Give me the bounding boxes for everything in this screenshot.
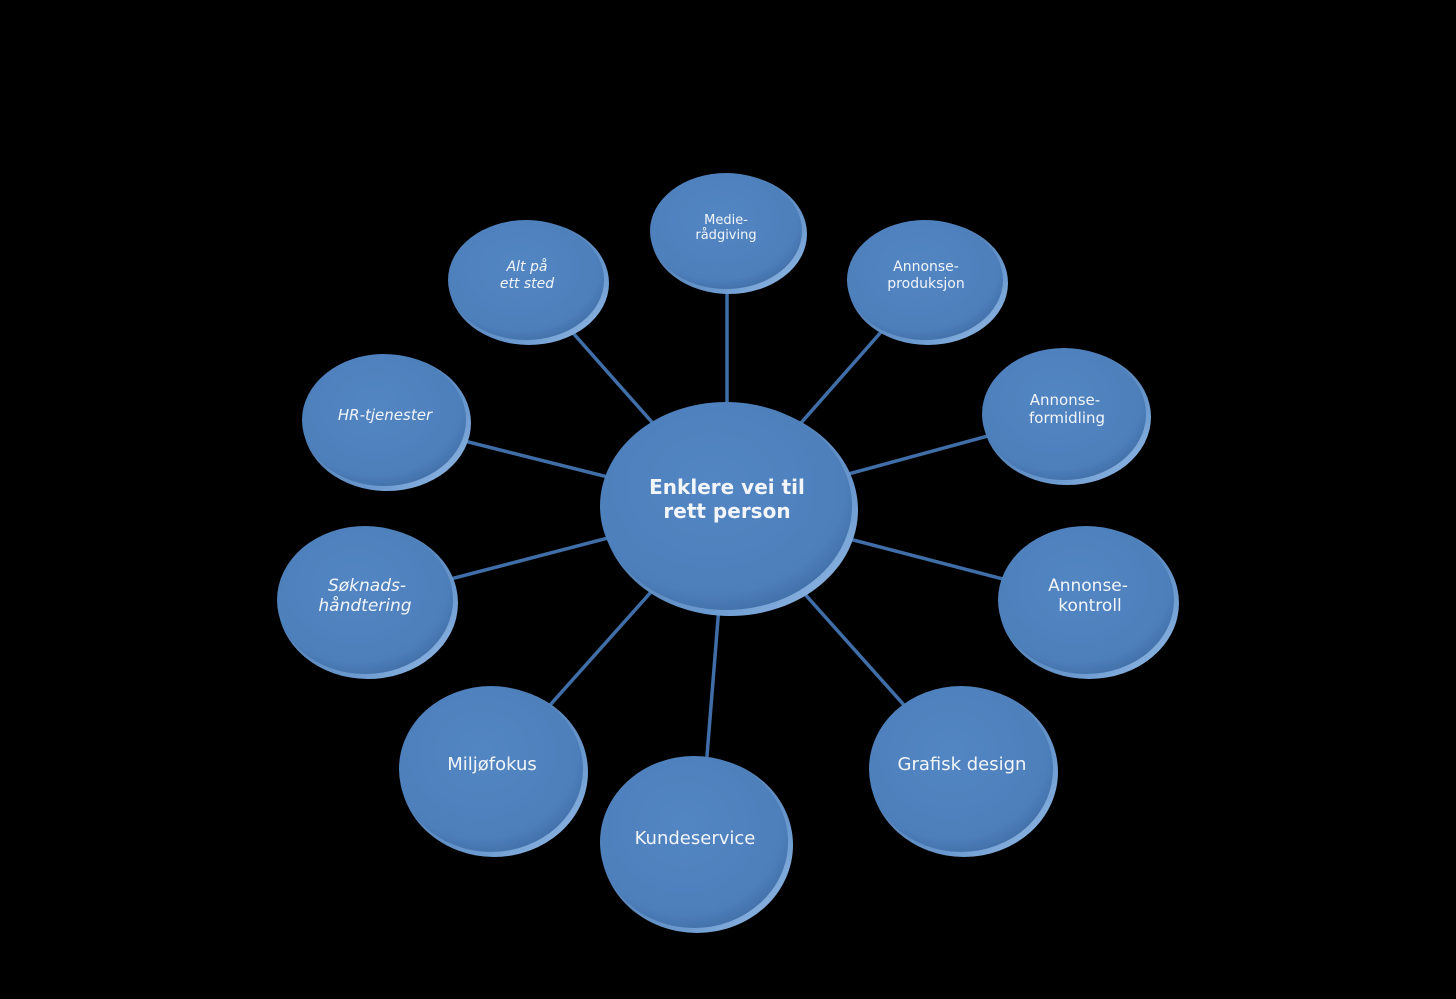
node-medie: Medie-rådgiving	[650, 173, 807, 294]
node-label: Grafisk design	[898, 754, 1027, 775]
node-label: rådgiving	[695, 228, 756, 243]
node-label: kontroll	[1058, 596, 1122, 616]
node-grafisk-design: Grafisk design	[869, 686, 1058, 857]
node-label: håndtering	[318, 595, 411, 616]
node-kundeservice: Kundeservice	[600, 756, 793, 933]
center-label: rett person	[663, 499, 790, 523]
svg-text:Annonse-produksjon: Annonse-produksjon	[887, 259, 964, 292]
node-soknadshandtering: Søknads-håndtering	[277, 526, 458, 679]
node-annonse-kontroll: Annonse-kontroll	[998, 526, 1179, 679]
node-label: Alt på	[506, 258, 548, 275]
node-miljofokus: Miljøfokus	[399, 686, 588, 857]
node-label: Annonse-	[1030, 391, 1100, 409]
node-label: HR-tjenester	[338, 406, 433, 424]
svg-text:Medie-rådgiving: Medie-rådgiving	[695, 213, 756, 243]
node-label: Annonse-	[893, 259, 959, 275]
node-hr-tjenester: HR-tjenester	[302, 354, 471, 491]
node-annonse-formidling: Annonse-formidling	[982, 348, 1151, 485]
node-label: ett sted	[500, 276, 554, 292]
node-label: Annonse-	[1048, 576, 1128, 596]
svg-text:Annonse-formidling: Annonse-formidling	[1029, 391, 1105, 427]
center-label: Enklere vei til	[649, 475, 805, 499]
node-label: Kundeservice	[635, 828, 756, 849]
node-label: Medie-	[704, 213, 748, 228]
node-label: formidling	[1029, 409, 1105, 427]
node-label: Miljøfokus	[447, 754, 537, 775]
svg-text:Søknads-håndtering: Søknads-håndtering	[318, 576, 411, 616]
node-label: Søknads-	[328, 576, 406, 596]
node-annonse-produksjon: Annonse-produksjon	[847, 220, 1008, 345]
svg-text:Annonse-kontroll: Annonse-kontroll	[1048, 576, 1128, 616]
node-label: produksjon	[887, 276, 964, 292]
